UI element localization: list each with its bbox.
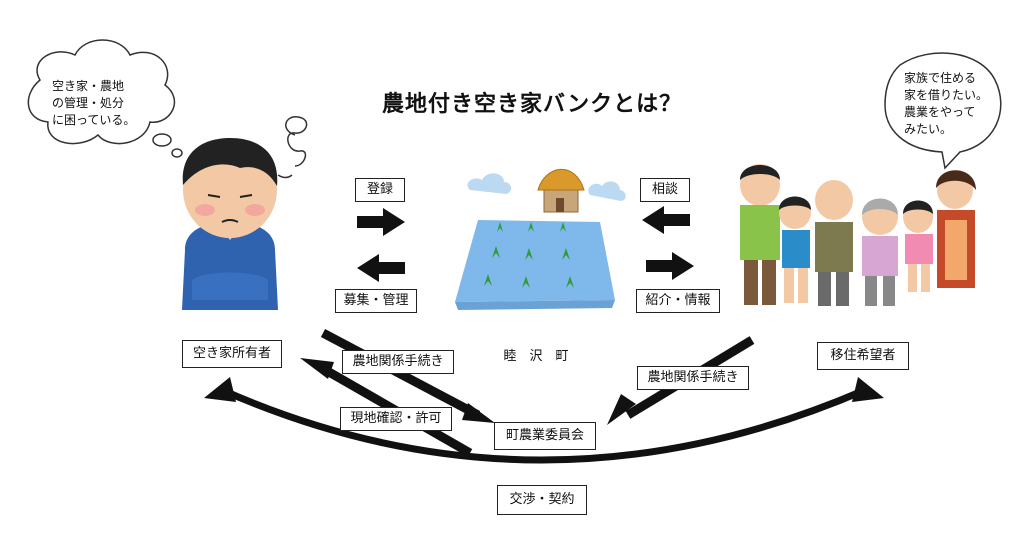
house-icon xyxy=(537,168,585,213)
owner-thought-bubble xyxy=(27,39,183,158)
family-speech-line: 農業をやって xyxy=(904,105,976,119)
node-owner: 空き家所有者 xyxy=(182,340,282,368)
owner-illustration xyxy=(182,138,278,310)
label-consult: 相談 xyxy=(640,178,690,202)
label-farmland-proc-left: 農地関係手続き xyxy=(342,350,454,374)
family-speech-bubble xyxy=(884,52,1002,170)
family-speech-line: 家族で住める xyxy=(904,71,977,85)
family-speech-line: 家を借りたい。 xyxy=(904,88,989,102)
arrow-register xyxy=(357,208,405,236)
arrow-owner-to-committee xyxy=(320,329,495,423)
label-site-check: 現地確認・許可 xyxy=(340,407,452,431)
family-illustration xyxy=(740,164,976,306)
arrow-intro-info xyxy=(646,252,694,280)
arrow-consult xyxy=(642,206,690,234)
node-town: 睦 沢 町 xyxy=(503,349,569,364)
node-committee: 町農業委員会 xyxy=(494,422,596,450)
arrow-recruit-manage xyxy=(357,254,405,282)
family-speech-text: 家族で住める 家を借りたい。 農業をやって みたい。 xyxy=(904,70,988,138)
node-migrant: 移住希望者 xyxy=(817,342,909,370)
label-farmland-proc-right: 農地関係手続き xyxy=(637,366,749,390)
owner-thought-line: 空き家・農地 xyxy=(52,79,125,93)
label-recruit-manage: 募集・管理 xyxy=(335,289,417,313)
label-intro-info: 紹介・情報 xyxy=(636,289,720,313)
farmland-illustration xyxy=(455,173,626,310)
label-register: 登録 xyxy=(355,178,405,202)
worry-squiggle-icon xyxy=(277,116,308,179)
label-negotiation: 交渉・契約 xyxy=(497,485,587,515)
negotiation-arc xyxy=(204,377,884,464)
page-title: 農地付き空き家バンクとは？ xyxy=(382,92,683,117)
owner-thought-text: 空き家・農地 の管理・処分 に困っている。 xyxy=(52,78,135,129)
owner-thought-line: の管理・処分 xyxy=(52,96,125,110)
owner-thought-line: に困っている。 xyxy=(52,113,136,127)
family-speech-line: みたい。 xyxy=(904,122,953,136)
